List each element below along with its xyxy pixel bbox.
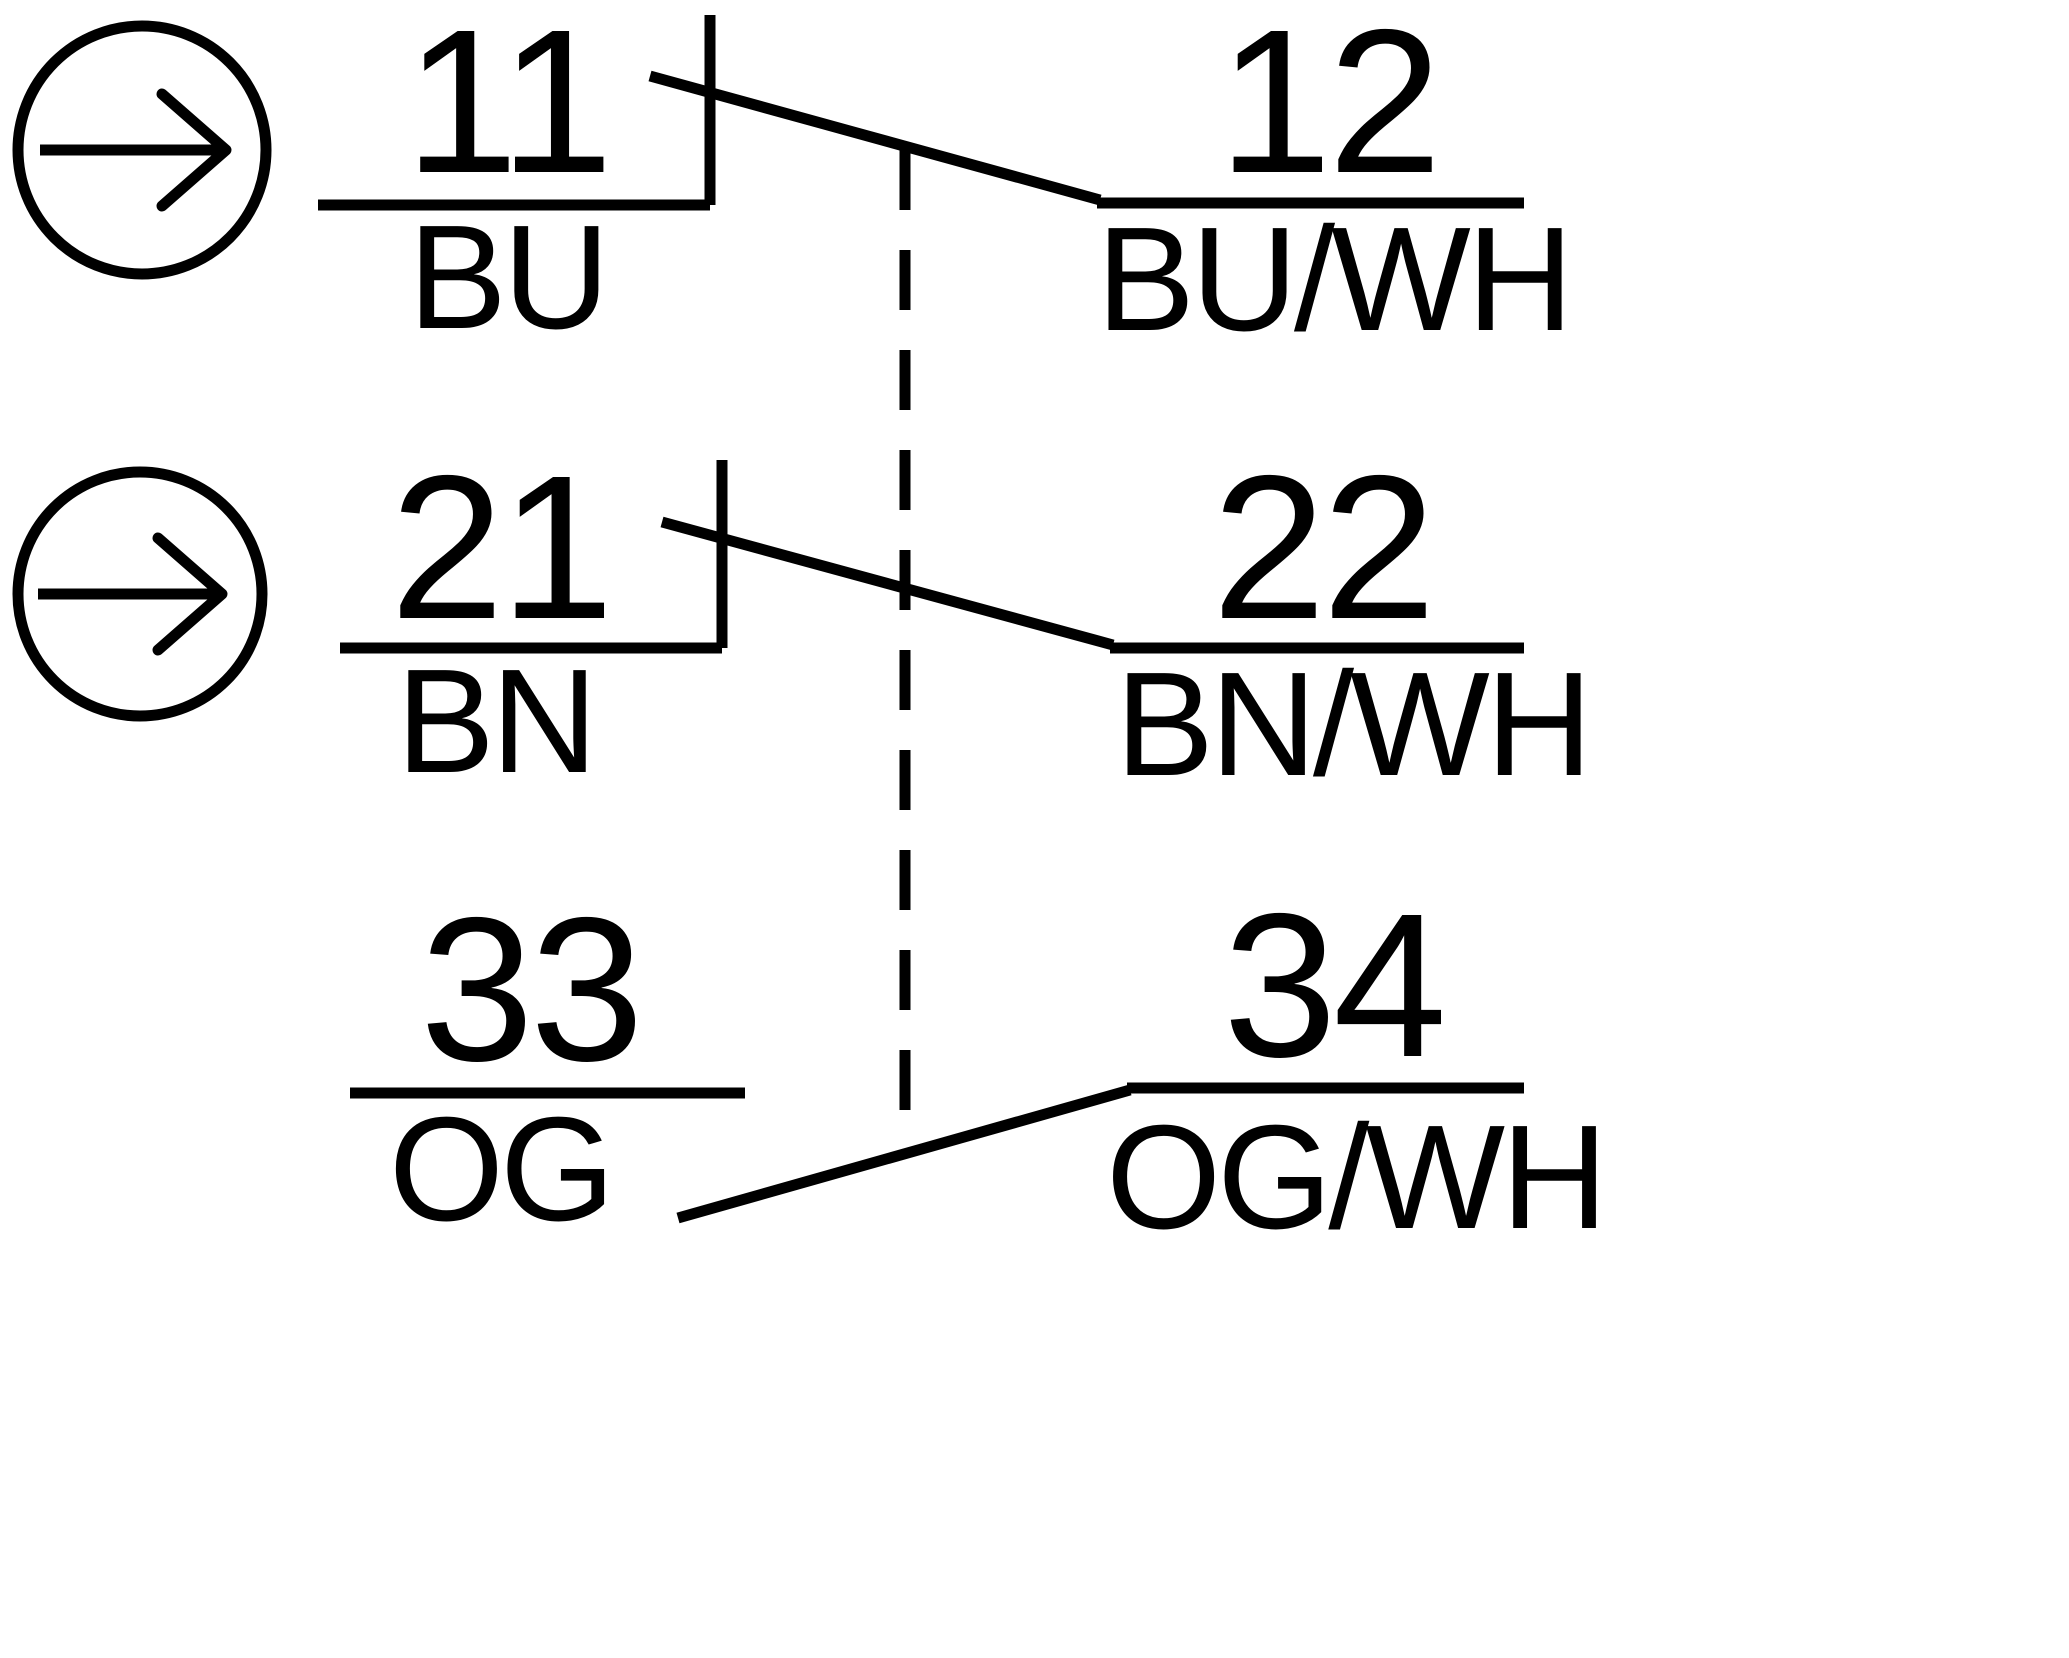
wire-color-bu-wh-label: BU/WH	[1096, 197, 1569, 362]
terminal-34-label: 34	[1223, 871, 1443, 1100]
wire-color-og-wh-label: OG/WH	[1106, 1095, 1604, 1260]
moving-contact-blade-33-34	[676, 1084, 1132, 1224]
arrow-right-circle-icon	[12, 466, 268, 722]
wire-color-bu-label: BU	[408, 195, 606, 360]
arrow-head-icon	[156, 88, 232, 212]
arrow-head-icon	[152, 532, 228, 656]
wire-color-og-label: OG	[389, 1087, 611, 1252]
terminal-22-label: 22	[1212, 433, 1432, 662]
contact-row-11-12: 11 BU 12 BU/WH	[318, 0, 1574, 362]
actuator-circle-outline	[12, 20, 272, 280]
terminal-21-label: 21	[390, 433, 610, 662]
contact-row-21-22: 21 BN 22 BN/WH	[340, 433, 1593, 807]
actuator-circle-outline	[12, 466, 268, 722]
arrow-right-circle-icon	[12, 20, 272, 280]
wire-color-bn-label: BN	[396, 639, 594, 804]
terminal-12-label: 12	[1218, 0, 1438, 216]
terminal-33-label: 33	[420, 875, 640, 1104]
moving-contact-blade-21-22	[660, 516, 1115, 651]
moving-contact-blade-11-12	[648, 70, 1102, 206]
wire-color-bn-wh-label: BN/WH	[1115, 642, 1588, 807]
terminal-11-label: 11	[405, 0, 610, 216]
contact-row-33-34: 33 OG 34 OG/WH	[350, 871, 1608, 1260]
